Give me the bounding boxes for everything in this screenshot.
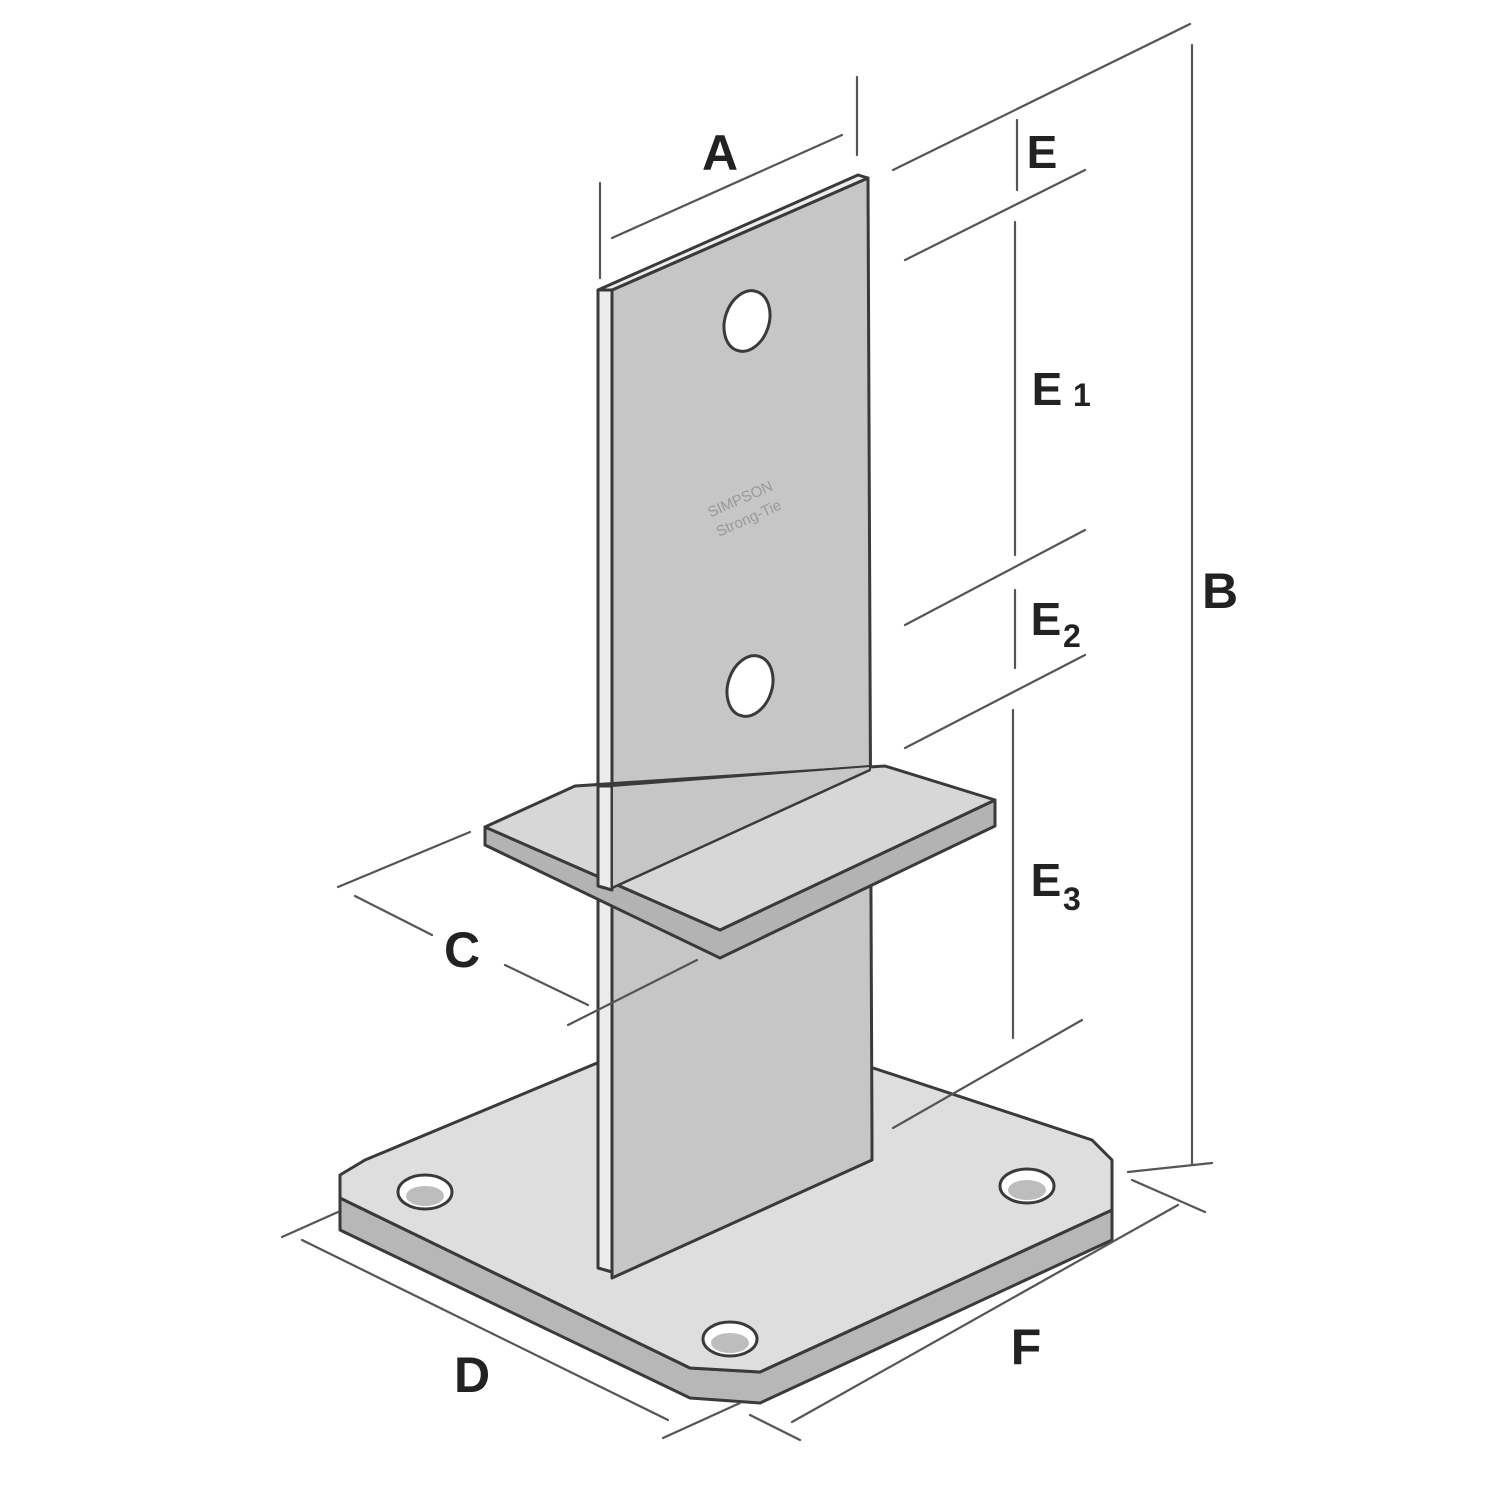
label-c: C	[444, 922, 480, 978]
label-d: D	[454, 1347, 490, 1403]
base-plate-holes	[396, 1167, 1056, 1358]
label-e1-sub: 1	[1073, 377, 1091, 413]
dimension-labels: A B C D E F E 1 E 2 E 3	[444, 125, 1238, 1403]
label-e3-sub: 3	[1063, 881, 1081, 917]
label-e1-letter: E	[1032, 363, 1063, 415]
blade-top-edge	[596, 173, 870, 292]
blade-hole-lower	[725, 654, 775, 718]
blade-hole-upper	[722, 289, 772, 353]
label-e3-letter: E	[1031, 854, 1062, 906]
dimension-lines	[280, 22, 1214, 1442]
blade-front-edge	[596, 288, 614, 1274]
label-e2-sub: 2	[1063, 618, 1081, 654]
cross-plate	[483, 764, 997, 960]
label-e2: E 2	[1031, 593, 1081, 654]
label-f: F	[1011, 1319, 1042, 1375]
label-e1: E 1	[1032, 363, 1091, 415]
label-e: E	[1027, 126, 1058, 178]
blade-edge-over-plate	[596, 784, 614, 892]
label-b: B	[1202, 563, 1238, 619]
vertical-blade: SIMPSON Strong-Tie	[596, 173, 874, 1280]
label-a: A	[702, 125, 738, 181]
label-e3: E 3	[1031, 854, 1081, 917]
label-e2-letter: E	[1031, 593, 1062, 645]
